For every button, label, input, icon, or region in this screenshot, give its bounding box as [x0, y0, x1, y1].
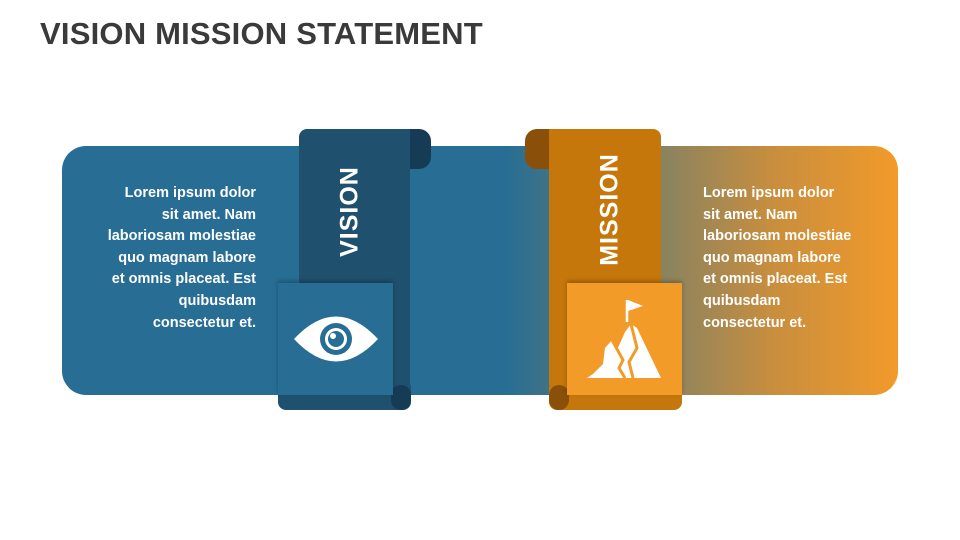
- vision-label: VISION: [335, 166, 364, 257]
- mountain-flag-icon: [586, 300, 661, 379]
- vision-text: Lorem ipsum dolor sit amet. Nam laborios…: [107, 185, 256, 331]
- statement-banner: [62, 146, 898, 395]
- mission-icon-box: [567, 283, 682, 395]
- vision-ribbon-bottom-curl: [391, 385, 411, 410]
- eye-icon: [293, 316, 378, 362]
- page-title: VISION MISSION STATEMENT: [40, 16, 483, 51]
- mission-label: MISSION: [595, 153, 624, 266]
- mission-text: Lorem ipsum dolor sit amet. Nam laborios…: [703, 185, 852, 331]
- vision-icon-box: [278, 283, 393, 395]
- mission-ribbon-bottom-curl: [549, 385, 569, 410]
